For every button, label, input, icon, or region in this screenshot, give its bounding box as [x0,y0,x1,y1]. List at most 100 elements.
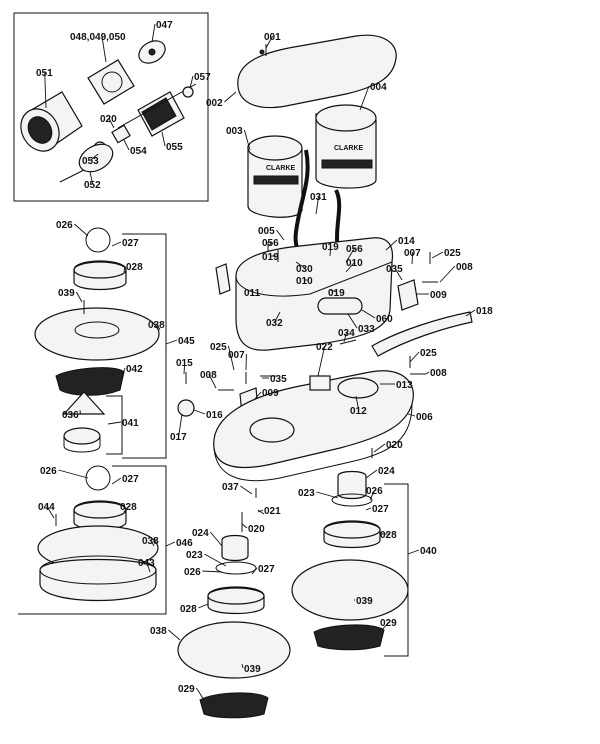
callout-p042: 042 [126,364,143,375]
callout-p038b: 038 [142,536,159,547]
leader-p037 [240,486,252,494]
callout-p039b: 039 [244,664,261,675]
callout-p043: 043 [138,558,155,569]
callout-p040: 040 [420,546,437,557]
callout-p004: 004 [370,82,387,93]
bearing-057 [183,87,193,97]
center-lower-drive [178,536,290,718]
callout-p018: 018 [476,306,493,317]
callout-p039c: 039 [356,596,373,607]
callout-p023a: 023 [186,550,203,561]
callout-p019b: 019 [322,242,339,253]
pad-029a [200,693,268,718]
callout-p007b: 007 [228,350,245,361]
callout-p053: 053 [82,156,99,167]
leader-p023b [316,492,338,498]
motor-004: CLARKE [316,105,376,188]
leader-p008b [426,372,429,374]
leader-p027a [112,242,121,246]
callout-p005: 005 [258,226,275,237]
callout-p024a: 024 [192,528,209,539]
callout-p015: 015 [176,358,193,369]
callout-p020b: 020 [248,524,265,535]
leader-p029a [196,688,204,700]
callout-p052: 052 [84,180,101,191]
callout-p034: 034 [338,328,355,339]
knob-016 [178,400,194,416]
callout-p001: 001 [264,32,281,43]
callout-p048: 048,049,050 [70,32,126,43]
callout-p013: 013 [396,380,413,391]
callout-p027c: 027 [258,564,275,575]
callout-p054: 054 [130,146,147,157]
leader-p028c [198,604,208,608]
leader-p038c [168,630,180,640]
callout-p028a: 028 [126,262,143,273]
leader-p025a [432,252,443,258]
motor-brand-right: CLARKE [334,145,363,152]
callout-p056b: 056 [346,244,363,255]
callout-p041: 041 [122,418,139,429]
callout-p028c: 028 [180,604,197,615]
retaining-ring-026b [86,466,110,490]
callout-p009a: 009 [430,290,447,301]
callout-p023b: 023 [298,488,315,499]
callout-p002: 002 [206,98,223,109]
callout-p026d: 026 [366,486,383,497]
drive-plate-038c [178,622,290,678]
callout-p019c: 019 [328,288,345,299]
callout-p057: 057 [194,72,211,83]
motor-003: CLARKE [248,136,302,217]
callout-p026c: 026 [184,567,201,578]
callout-p003: 003 [226,126,243,137]
callout-p017: 017 [170,432,187,443]
leader-p024b [366,470,377,478]
drive-plate-038d [292,560,408,620]
leader-p039a [76,292,82,302]
callout-p008a: 008 [456,262,473,273]
leader-p003 [244,130,250,150]
callout-p036: 036 [62,410,79,421]
callout-p022: 022 [316,342,333,353]
callout-p051: 051 [36,68,53,79]
callout-p009b: 009 [262,388,279,399]
bracket-009-right [398,280,418,310]
callout-p030: 030 [296,264,313,275]
callout-p010a: 010 [296,276,313,287]
callout-p038a: 038 [148,320,165,331]
callout-p037: 037 [222,482,239,493]
callout-p033: 033 [358,324,375,335]
callout-p008b: 008 [430,368,447,379]
leader-p002 [224,92,236,102]
callout-p025c: 025 [210,342,227,353]
leader-p024a [210,532,222,546]
callout-p026a: 026 [56,220,73,231]
callout-p026b: 026 [40,466,57,477]
callout-p014: 014 [398,236,415,247]
callout-p038c: 038 [150,626,167,637]
leader-p041 [108,422,121,424]
callout-p047: 047 [156,20,173,31]
callout-p035b: 035 [270,374,287,385]
leader-p025b [410,352,419,362]
callout-p007a: 007 [404,248,421,259]
motor-housing-051 [13,92,82,158]
leader-p046 [166,542,175,546]
callout-p020a: 020 [386,440,403,451]
callout-p027d: 027 [372,504,389,515]
leader-p008a [440,266,455,282]
clip-left [216,264,230,294]
callout-p006: 006 [416,412,433,423]
callout-p045: 045 [178,336,195,347]
switch-022 [310,376,330,390]
end-bell-048-049-050 [88,60,134,104]
callout-p028d: 028 [380,530,397,541]
callout-p044: 044 [38,502,55,513]
leader-p026a [74,224,88,236]
callout-p019a: 019 [262,252,279,263]
callout-p031: 031 [310,192,327,203]
leader-p026b [58,470,88,478]
callout-p027a: 027 [122,238,139,249]
